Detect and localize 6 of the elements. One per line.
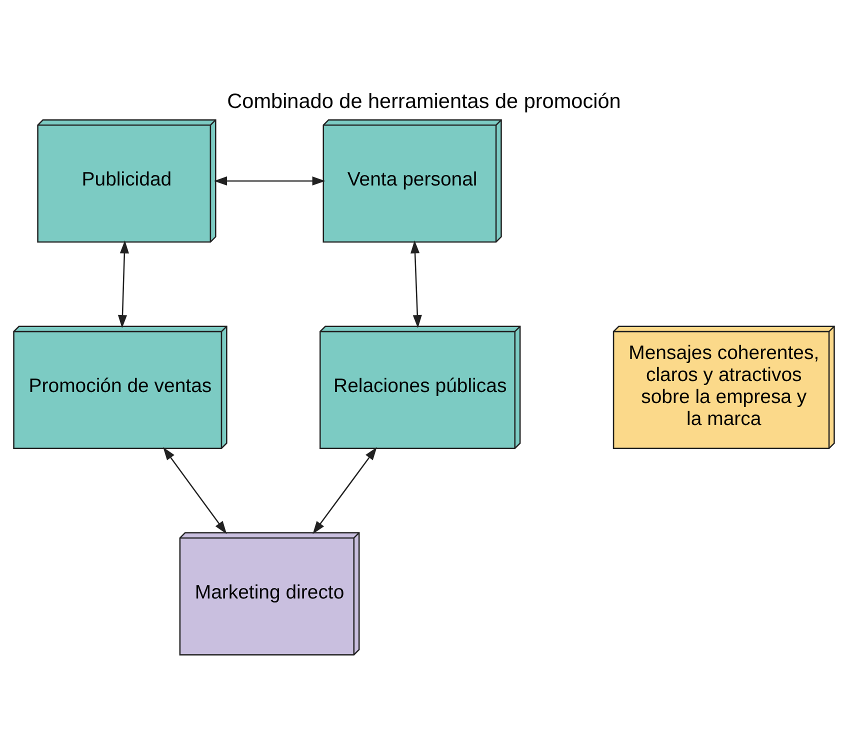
diagram-title: Combinado de herramientas de promoción	[227, 90, 621, 113]
arrow	[163, 446, 227, 534]
arrow	[118, 240, 129, 328]
arrow	[312, 446, 377, 534]
arrow	[214, 176, 326, 186]
arrow	[410, 240, 422, 328]
